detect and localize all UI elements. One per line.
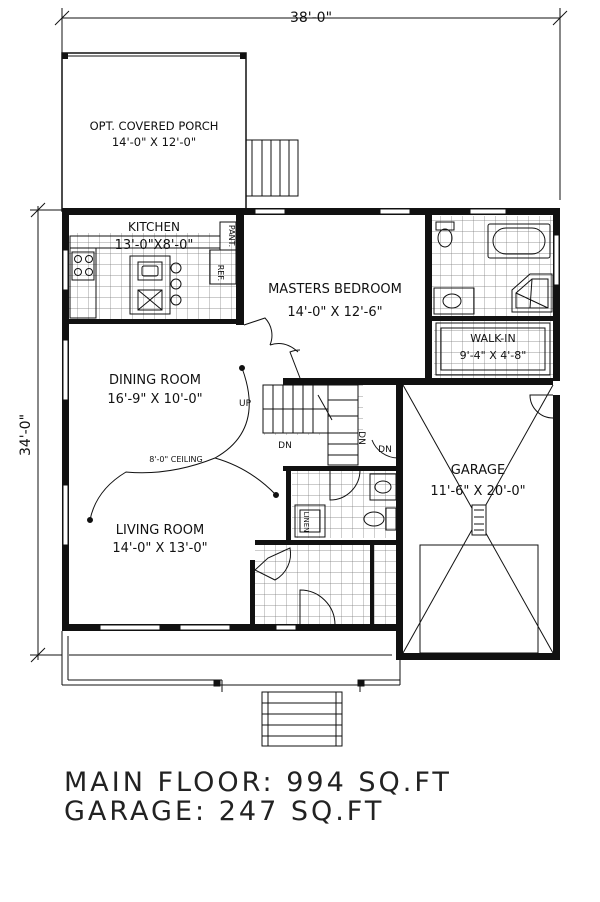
- master-bedroom-name: MASTERS BEDROOM: [268, 282, 402, 297]
- depth-dimension-label: 34'-0": [18, 414, 34, 456]
- dining-room-name: DINING ROOM: [109, 373, 201, 388]
- ceiling-height-label: 8'-0" CEILING: [149, 455, 203, 464]
- powder-room-fixtures: [329, 469, 397, 531]
- linen-label: LINEN: [302, 512, 310, 533]
- front-steps: [261, 691, 343, 747]
- garage-name: GARAGE: [451, 463, 505, 478]
- vanity-sink-icon: [433, 287, 475, 315]
- bedroom-doors: [243, 317, 301, 379]
- stool-icons: [170, 262, 182, 306]
- garage-size: 11'-6" X 20'-0": [430, 484, 525, 499]
- pantry-label: PANT.: [227, 225, 236, 247]
- garage-area: GARAGE: 247 SQ.FT: [64, 796, 384, 827]
- walk-in-name: WALK-IN: [470, 332, 515, 345]
- exterior-walls: [62, 208, 560, 660]
- living-room-size: 14'-0" X 13'-0": [112, 541, 207, 556]
- range-icon: [71, 251, 95, 281]
- dining-room-size: 16'-9" X 10'-0": [107, 392, 202, 407]
- fridge-label: REF.: [216, 265, 225, 281]
- porch-name: OPT. COVERED PORCH: [90, 119, 219, 133]
- stairs-down-label-3: DN: [378, 445, 392, 455]
- depth-dimension: [30, 202, 62, 663]
- windows: [62, 208, 560, 631]
- ceiling-arc: [87, 365, 279, 523]
- sink-icon: [137, 261, 163, 281]
- main-floor-area: MAIN FLOOR: 994 SQ.FT: [64, 767, 452, 798]
- toilet-icon: [435, 221, 455, 248]
- main-stairs: [262, 384, 359, 466]
- kitchen-counters: [69, 221, 237, 319]
- walk-in-size: 9'-4" X 4'-8": [460, 349, 527, 362]
- living-room-name: LIVING ROOM: [116, 523, 204, 538]
- porch-stairs: [245, 139, 299, 197]
- interior-walls: [68, 215, 553, 626]
- bathtub-icon: [487, 223, 551, 259]
- kitchen-size: 13'-0"X8'-0": [115, 238, 194, 253]
- front-porch: [61, 631, 401, 692]
- linen-closet: [294, 504, 326, 538]
- dishwasher-icon: [137, 289, 163, 311]
- entry-doors: [254, 547, 336, 626]
- width-dimension-label: 38'-0": [290, 10, 332, 26]
- garage-bay: [402, 384, 554, 654]
- stairs-down-label: DN: [278, 441, 292, 451]
- master-bedroom-size: 14'-0" X 12'-6": [287, 305, 382, 320]
- kitchen-name: KITCHEN: [128, 220, 180, 234]
- width-dimension: [54, 8, 568, 200]
- porch-size: 14'-0" X 12'-0": [112, 135, 196, 149]
- stairs-down-label-2: DN: [356, 431, 366, 445]
- stairs-up-label: UP: [239, 399, 252, 409]
- walk-in-closet: [435, 322, 551, 376]
- shower-icon: [511, 273, 553, 313]
- garage-entry-door: [371, 430, 399, 459]
